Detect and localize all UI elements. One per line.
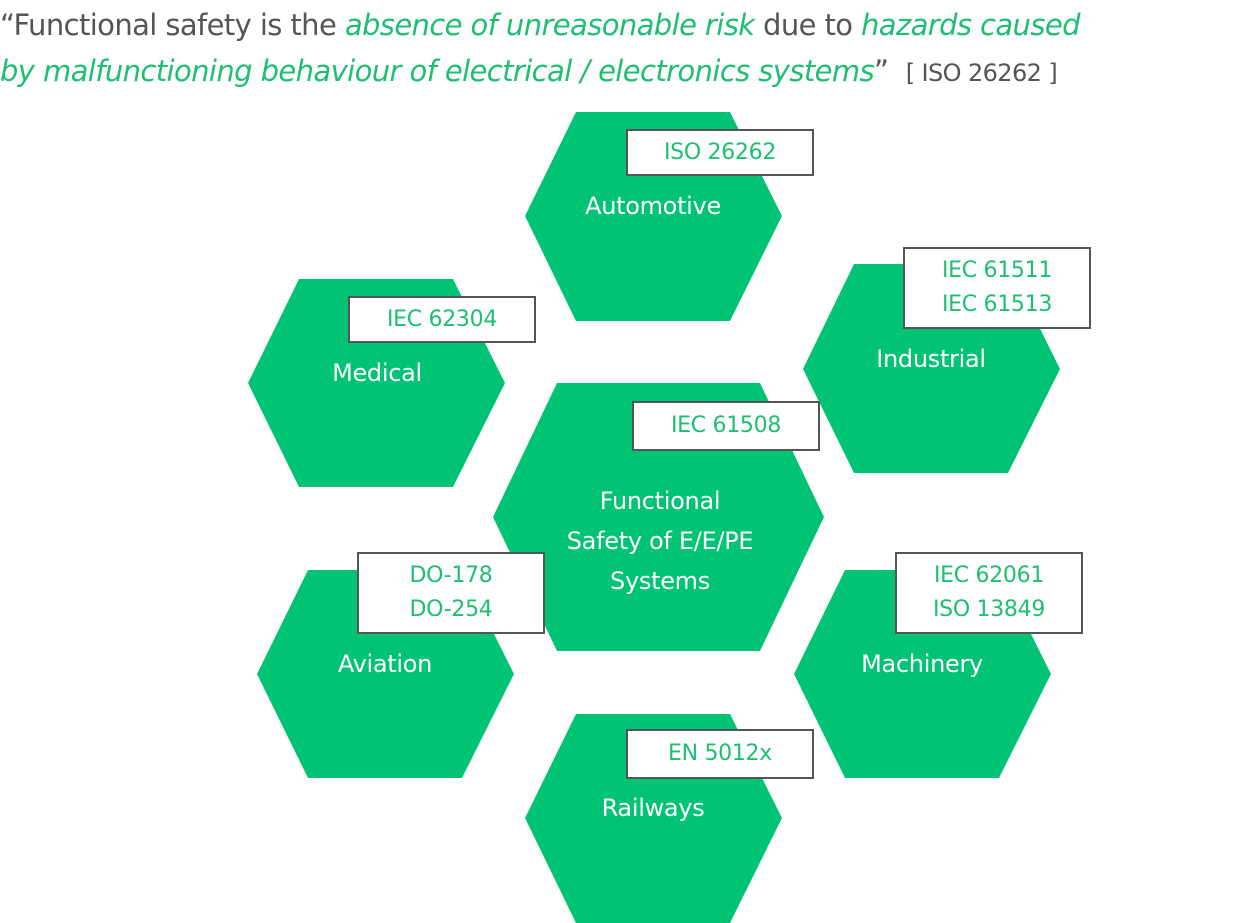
definition-quote: “Functional safety is the absence of unr…: [0, 2, 1244, 96]
standard-box-aviation: DO-178 DO-254: [357, 552, 545, 634]
standard-box-industrial: IEC 61511 IEC 61513: [903, 247, 1091, 329]
label-industrial: Industrial: [876, 345, 986, 373]
standard-box-machinery: IEC 62061 ISO 13849: [895, 552, 1083, 634]
standard-iec-61511: IEC 61511: [941, 258, 1053, 283]
standard-iec-62061: IEC 62061: [933, 563, 1045, 588]
quote-text: Functional safety is the: [13, 8, 345, 42]
standard-iec-61513: IEC 61513: [941, 292, 1053, 317]
center-label-line-2: Safety of E/E/PE: [566, 527, 754, 555]
label-medical: Medical: [332, 359, 422, 387]
standard-do-178: DO-178: [409, 563, 493, 588]
open-quote-mark: “: [0, 8, 14, 42]
standard-iec-62304: IEC 62304: [386, 306, 498, 332]
label-aviation: Aviation: [337, 650, 433, 678]
standard-box-center: IEC 61508: [632, 401, 820, 451]
label-railways: Railways: [601, 794, 705, 822]
standard-box-automotive: ISO 26262: [626, 129, 814, 176]
quote-emphasis-malfunction: by malfunctioning behaviour of electrica…: [0, 54, 875, 88]
label-machinery: Machinery: [861, 650, 983, 678]
label-center: Functional Safety of E/E/PE Systems: [540, 481, 780, 601]
center-label-line-3: Systems: [610, 567, 710, 595]
quote-emphasis-risk: absence of unreasonable risk: [344, 8, 755, 42]
standard-do-254: DO-254: [409, 597, 493, 622]
close-quote-mark: ”: [874, 54, 889, 88]
quote-line-2: by malfunctioning behaviour of electrica…: [0, 48, 1244, 96]
quote-text: due to: [754, 8, 862, 42]
standard-iso-26262: ISO 26262: [663, 139, 777, 165]
label-automotive: Automotive: [585, 192, 721, 220]
standard-iso-13849: ISO 13849: [932, 597, 1046, 622]
quote-emphasis-hazards: hazards caused: [861, 8, 1080, 42]
standard-iec-61508: IEC 61508: [670, 413, 782, 438]
center-label-line-1: Functional: [599, 487, 721, 515]
standard-box-medical: IEC 62304: [348, 296, 536, 343]
standard-en-5012x: EN 5012x: [668, 741, 772, 766]
standard-box-railways: EN 5012x: [626, 729, 814, 779]
quote-line-1: “Functional safety is the absence of unr…: [0, 2, 1244, 48]
quote-reference: [ ISO 26262 ]: [905, 59, 1058, 87]
